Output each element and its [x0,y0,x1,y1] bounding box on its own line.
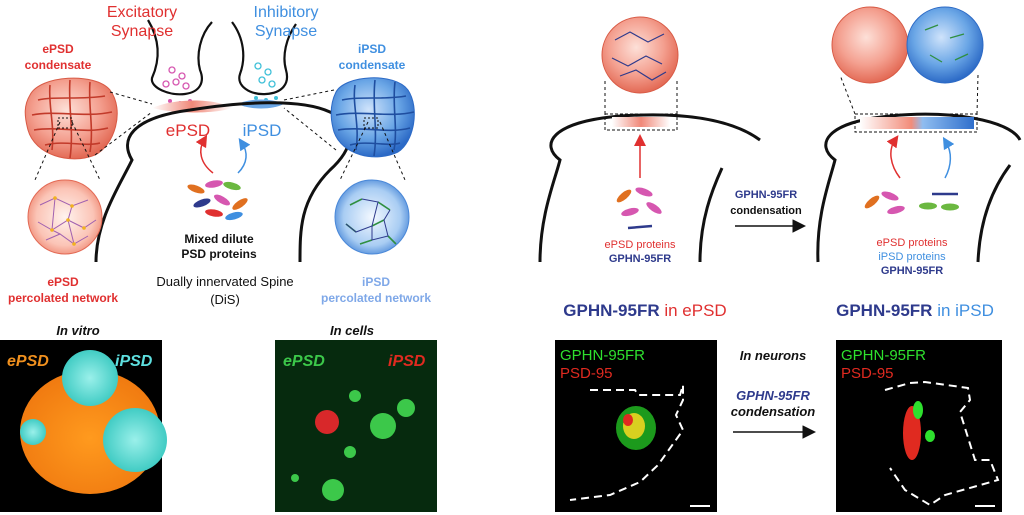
in-cells-red-droplet [315,410,339,434]
ipsd-arrow [238,143,246,173]
condensation-arrow-label-2: condensation [730,205,802,217]
epsd-condensate-label-1: ePSD [42,42,74,56]
mixed-label-2: PSD proteins [181,247,257,261]
right-epsd-blob [832,7,908,83]
ipsd-network-label-2: percolated network [321,291,431,305]
in-vitro-ipsd-droplet-left [20,419,46,445]
in-cells-epsd-label: ePSD [283,353,325,370]
gphn-label-left: GPHN-95FR [609,253,671,265]
left-schematic [25,20,414,262]
psd-bar-right [860,117,974,129]
ipsd-condensate-label-2: condensate [339,58,406,72]
epsd-network-label-2: percolated network [8,291,118,305]
neuron-arrow-label-1: GPHN-95FR [736,388,810,403]
epsd-condensate-label-2: condensate [25,58,92,72]
condensation-arrow-label-1: GPHN-95FR [735,189,797,201]
neuron-arrow-label-2: condensation [731,404,816,419]
ipsd-network-label-1: iPSD [362,275,390,289]
right-ipsd-blob [907,7,983,83]
in-vitro-epsd-label: ePSD [7,353,49,370]
title-gphn-in-epsd: GPHN-95FR in ePSD [563,301,726,320]
gphn-label-right: GPHN-95FR [881,265,943,277]
neuron-left-gphn-label: GPHN-95FR [560,347,645,364]
in-vitro-ipsd-droplet-right [103,408,167,472]
in-vitro-ipsd-droplet-top [62,350,118,406]
epsd-proteins-left: ePSD proteins [605,239,676,251]
neuron-right-psd95-label: PSD-95 [841,365,894,382]
epsd-network [28,180,102,254]
ipsd-spine-label: iPSD [243,121,282,140]
excitatory-title-2: Synapse [111,23,173,40]
in-cells-title: In cells [330,323,374,338]
excitatory-title-1: Excitatory [107,4,177,21]
inhibitory-title-2: Synapse [255,23,317,40]
mixed-label-1: Mixed dilute [184,232,254,246]
in-cells-ipsd-label: iPSD [388,353,426,370]
excitatory-vesicles [163,67,189,89]
epsd-proteins-right: ePSD proteins [877,237,948,249]
neuron-right-gphn-label: GPHN-95FR [841,347,926,364]
mixed-proteins [186,179,249,222]
right-epsd-condensate [602,17,678,93]
epsd-spine-label: ePSD [166,121,210,140]
neuron-left-psd95-label: PSD-95 [560,365,613,382]
title-gphn-in-ipsd: GPHN-95FR in iPSD [836,301,994,320]
epsd-bar-left [612,117,670,127]
inhibitory-title-1: Inhibitory [254,4,319,21]
inhibitory-vesicles [255,63,275,87]
spine-label-1: Dually innervated Spine [156,274,293,289]
in-vitro-ipsd-label: iPSD [115,353,153,370]
in-neurons-title: In neurons [740,348,806,363]
ipsd-condensate [331,78,414,157]
in-vitro-title: In vitro [56,323,99,338]
right-schematic [540,7,1020,262]
spine-label-2: (DiS) [210,292,240,307]
ipsd-proteins-right: iPSD proteins [878,251,946,263]
epsd-arrow [201,140,213,173]
ipsd-condensate-label-1: iPSD [358,42,386,56]
ipsd-network [335,180,409,254]
epsd-network-label-1: ePSD [47,275,79,289]
